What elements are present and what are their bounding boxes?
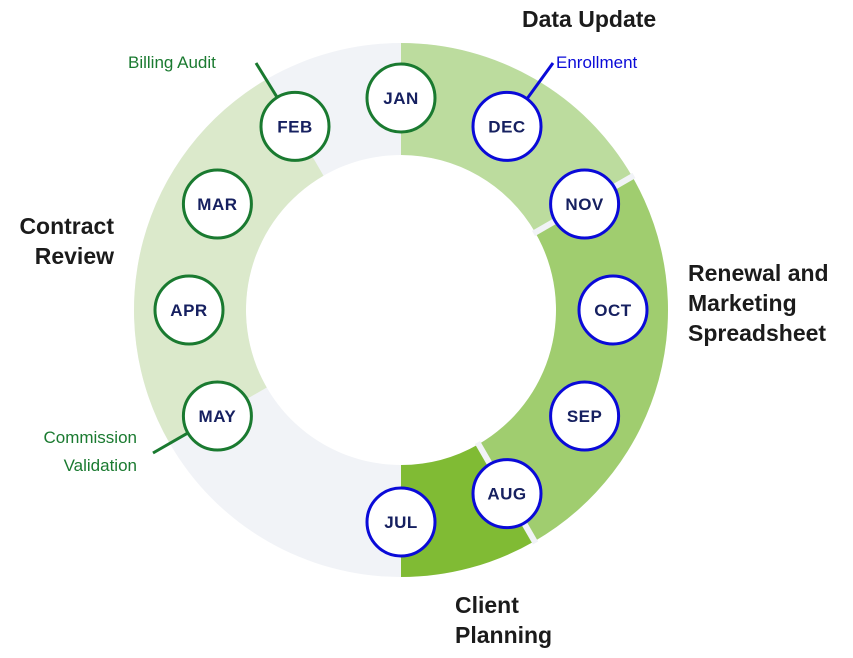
callout-leaders bbox=[152, 62, 555, 455]
phase-label-line: Planning bbox=[455, 622, 553, 648]
month-label: OCT bbox=[594, 301, 632, 320]
phase-label-line: Review bbox=[34, 243, 114, 269]
month-marker-mar: MAR bbox=[181, 168, 253, 240]
callout-enrollment: Enrollment bbox=[556, 49, 637, 77]
month-label: APR bbox=[170, 301, 207, 320]
callout-leader-commission-validation bbox=[152, 431, 189, 455]
phase-label-line: Marketing bbox=[688, 290, 797, 316]
callout-text: Enrollment bbox=[556, 53, 638, 72]
callout-commission-validation: Commission Validation bbox=[43, 424, 137, 480]
phase-label-line: Contract bbox=[19, 213, 114, 239]
phase-label-line: Renewal and bbox=[688, 260, 829, 286]
month-circle bbox=[471, 90, 543, 162]
phase-label-contract-review: Contract Review bbox=[19, 211, 114, 271]
month-marker-jul: JUL bbox=[365, 486, 437, 558]
month-circle bbox=[259, 90, 331, 162]
month-label: AUG bbox=[487, 485, 526, 504]
month-marker-aug: AUG bbox=[471, 458, 543, 530]
month-marker-sep: SEP bbox=[549, 380, 621, 452]
month-marker-may: MAY bbox=[181, 380, 253, 452]
month-label: FEB bbox=[277, 117, 313, 136]
month-circle bbox=[549, 168, 621, 240]
month-marker-dec: DEC bbox=[471, 90, 543, 162]
month-marker-feb: FEB bbox=[259, 90, 331, 162]
phase-sector-renewal-marketing bbox=[478, 176, 668, 542]
phase-label-line: Spreadsheet bbox=[688, 320, 827, 346]
month-circle bbox=[365, 486, 437, 558]
callout-billing-audit: Billing Audit bbox=[128, 49, 216, 77]
month-label: DEC bbox=[488, 117, 525, 136]
phase-label-client-planning: Client Planning bbox=[455, 590, 552, 650]
month-label: MAR bbox=[197, 195, 237, 214]
month-label: JAN bbox=[383, 89, 419, 108]
callout-text: Billing Audit bbox=[128, 53, 216, 72]
month-circle bbox=[153, 274, 225, 346]
month-marker-apr: APR bbox=[153, 274, 225, 346]
callout-leader-enrollment bbox=[525, 62, 555, 100]
month-marker-nov: NOV bbox=[549, 168, 621, 240]
month-markers: JAN DEC NOV OCT SEP AUG JUL MAY APR MAR FEB bbox=[153, 62, 649, 558]
month-label: JUL bbox=[384, 513, 418, 532]
callout-leader-billing-audit bbox=[254, 62, 279, 99]
month-marker-jan: JAN bbox=[365, 62, 437, 134]
month-circle bbox=[181, 380, 253, 452]
month-circle bbox=[577, 274, 649, 346]
month-circle bbox=[471, 458, 543, 530]
month-circle bbox=[549, 380, 621, 452]
callout-text: Validation bbox=[63, 456, 137, 475]
month-marker-oct: OCT bbox=[577, 274, 649, 346]
month-label: SEP bbox=[567, 407, 603, 426]
month-circle bbox=[181, 168, 253, 240]
phase-sector-contract-review bbox=[134, 78, 324, 444]
month-label: NOV bbox=[565, 195, 604, 214]
month-label: MAY bbox=[199, 407, 237, 426]
phase-label-data-update: Data Update bbox=[522, 4, 656, 34]
phase-label-line: Data Update bbox=[522, 6, 657, 32]
month-circle bbox=[365, 62, 437, 134]
callout-text: Commission bbox=[43, 428, 137, 447]
phase-sector-client-planning bbox=[401, 444, 535, 577]
phase-label-renewal-marketing: Renewal and Marketing Spreadsheet bbox=[688, 258, 829, 348]
phase-label-line: Client bbox=[455, 592, 519, 618]
